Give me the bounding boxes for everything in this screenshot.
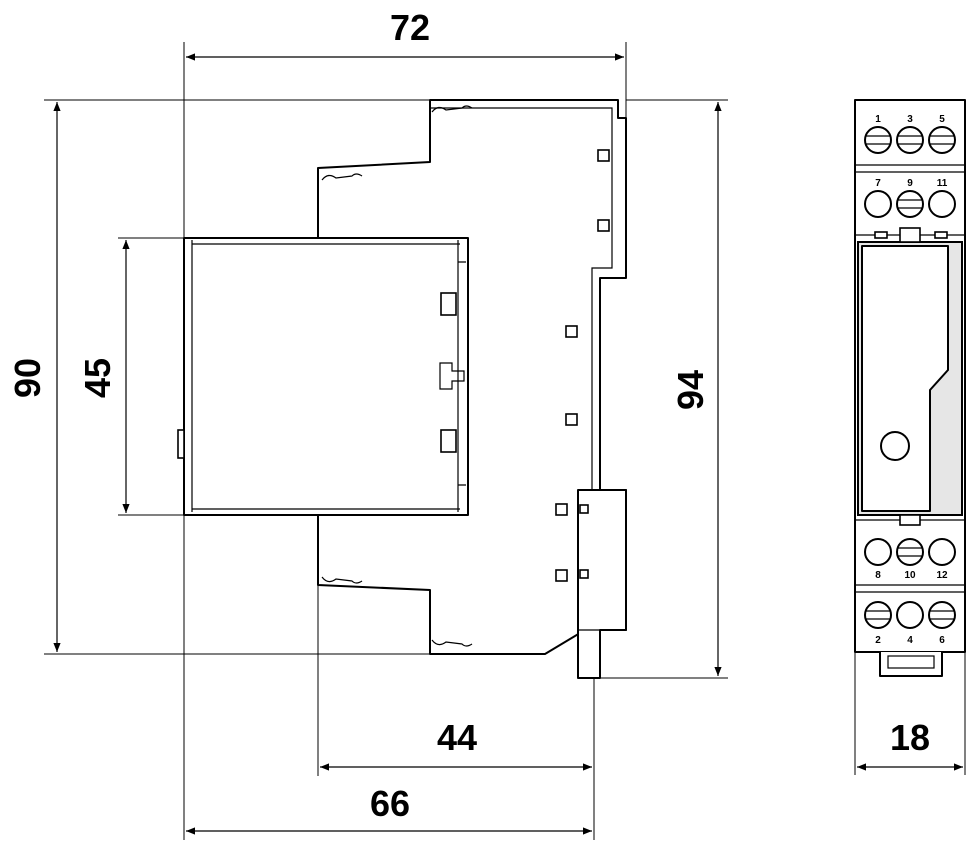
terminal-number: 5 [939, 114, 945, 125]
dim-label-depth-front: 44 [437, 717, 477, 758]
cover-tab [177, 429, 185, 459]
clip-bottom-1 [321, 576, 363, 584]
clip-bottom-2 [431, 639, 473, 647]
side-view [177, 99, 627, 679]
terminal-row-bottom-1: 8 10 12 [864, 538, 956, 581]
terminal-hole-icon [864, 538, 892, 566]
din-rail-clip [577, 489, 627, 679]
terminal-number: 2 [875, 635, 881, 646]
terminal-number: 3 [907, 114, 913, 125]
cover-notch [439, 362, 465, 390]
screw-terminal-icon [896, 126, 924, 154]
cover-slot [440, 429, 457, 453]
terminal-number: 9 [907, 178, 913, 189]
dim-label-module-width: 18 [890, 717, 930, 758]
terminal-hole-icon [928, 538, 956, 566]
terminal-number: 11 [937, 178, 948, 189]
dim-label-front-height: 45 [77, 358, 118, 398]
terminal-hole-icon [896, 601, 924, 629]
led-indicator [880, 431, 910, 461]
terminal-number: 8 [875, 570, 881, 581]
terminal-number: 12 [936, 570, 948, 581]
front-cover [183, 237, 469, 516]
front-rail-clip [879, 652, 943, 677]
dim-label-depth-total: 66 [370, 783, 410, 824]
screw-terminal-icon [928, 126, 956, 154]
dim-label-rail-height: 94 [670, 370, 711, 410]
terminal-hole-icon [864, 190, 892, 218]
screw-terminal-icon [928, 601, 956, 629]
screw-terminal-icon [896, 538, 924, 566]
screw-terminal-icon [864, 126, 892, 154]
vent-square [555, 503, 568, 516]
vent-square [565, 325, 578, 338]
screw-terminal-icon [864, 601, 892, 629]
clip-top-2 [321, 173, 363, 181]
terminal-row-bottom-2: 2 4 6 [864, 601, 956, 646]
dim-label-width-total: 72 [390, 7, 430, 48]
terminal-number: 10 [904, 570, 916, 581]
terminal-row-top-1: 1 3 5 [864, 114, 956, 154]
terminal-number: 7 [875, 178, 881, 189]
terminal-hole-icon [928, 190, 956, 218]
terminal-row-top-2: 7 9 11 [864, 178, 956, 218]
vent-square [597, 219, 610, 232]
clip-top-1 [431, 105, 473, 113]
screw-terminal-icon [896, 190, 924, 218]
cover-slot [440, 292, 457, 316]
terminal-number: 4 [907, 635, 913, 646]
dim-label-height-total: 90 [7, 358, 48, 398]
terminal-number: 1 [875, 114, 881, 125]
terminal-number: 6 [939, 635, 945, 646]
dimension-lines [44, 42, 966, 840]
vent-square [597, 149, 610, 162]
vent-square [565, 413, 578, 426]
vent-square [555, 569, 568, 582]
